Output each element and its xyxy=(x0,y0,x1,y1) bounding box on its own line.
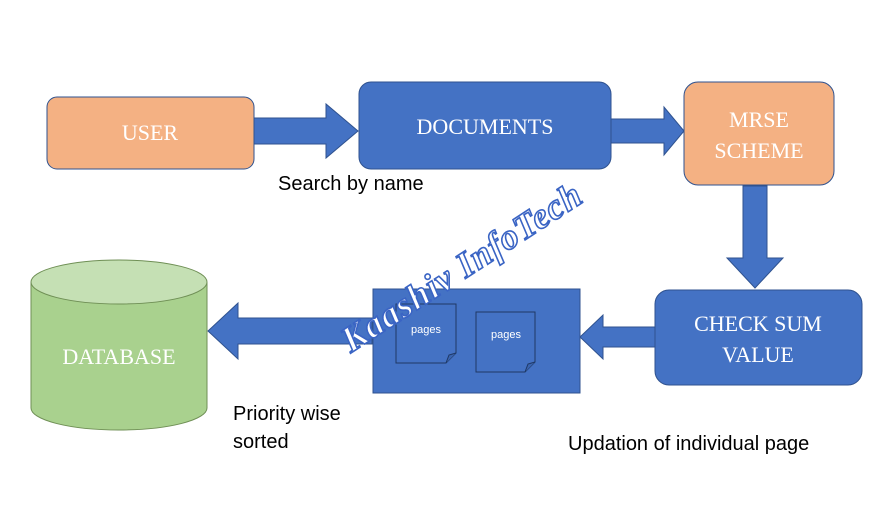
node-checksum-label-line2: VALUE xyxy=(722,342,794,367)
edge-label-priority-line1: Priority wise xyxy=(233,403,341,425)
node-database: DATABASE xyxy=(30,259,208,431)
edge-label-priority-line2: sorted xyxy=(233,431,289,453)
node-user: USER xyxy=(46,96,255,170)
page-document-2-label: pages xyxy=(491,329,521,341)
edge-label-search: Search by name xyxy=(278,173,424,195)
arrow-pages-to-database xyxy=(207,301,373,361)
node-pages-container: pages pages xyxy=(372,288,581,394)
arrow-checksum-to-pages xyxy=(579,313,656,361)
node-check-sum-value: CHECK SUM VALUE xyxy=(654,289,863,386)
arrow-documents-to-mrse xyxy=(609,105,685,157)
node-mrse-label-line1: MRSE xyxy=(729,107,789,132)
edge-label-updation: Updation of individual page xyxy=(568,433,809,455)
node-documents-label: DOCUMENTS xyxy=(417,114,554,139)
node-mrse-label-line2: SCHEME xyxy=(714,138,803,163)
node-documents: DOCUMENTS xyxy=(358,81,612,170)
page-document-1: pages xyxy=(395,303,457,364)
node-mrse-scheme: MRSE SCHEME xyxy=(683,81,835,186)
node-user-label: USER xyxy=(122,120,179,145)
node-database-label: DATABASE xyxy=(62,344,175,369)
page-document-1-label: pages xyxy=(411,324,441,336)
page-document-2: pages xyxy=(475,311,536,373)
arrow-mrse-to-checksum xyxy=(725,185,785,289)
arrow-user-to-documents xyxy=(253,102,359,160)
node-checksum-label-line1: CHECK SUM xyxy=(694,311,822,336)
